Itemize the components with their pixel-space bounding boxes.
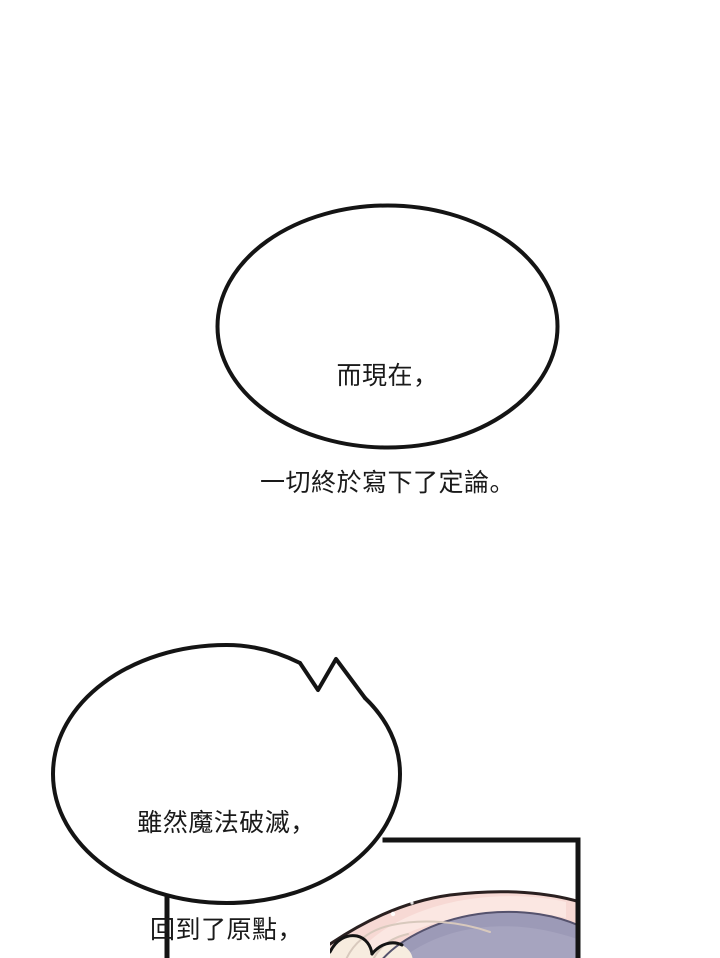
speech-bubble-1-outline[interactable] [215,203,560,450]
speech-bubble-1[interactable] [215,203,560,450]
cuff-outline-a [330,934,374,956]
skirt-lavender-accent [402,926,580,958]
panel-frame-stroke [382,837,581,958]
dress-illustration [330,890,580,958]
speech-bubble-2-notch-fill [226,645,374,700]
skirt-top-outline [330,890,580,946]
speech-bubble-2-top-arc [224,643,302,665]
sparkle-dot-a [390,911,396,917]
fabric-fold-line-a [345,920,491,958]
speech-bubble-2-spike [298,657,367,700]
panel-frame-bottom-right [382,837,581,958]
cuff-outline-b [370,941,404,956]
sparkle-dot-b [410,901,414,905]
speech-bubble-2-body[interactable] [51,643,402,905]
speech-bubble-2[interactable] [51,643,402,958]
